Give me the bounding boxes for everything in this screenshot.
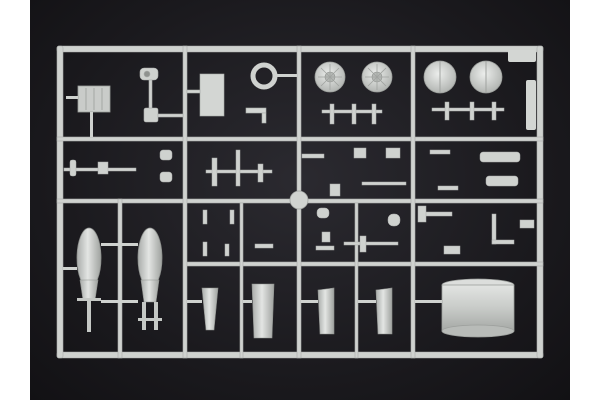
fuselage-block-part — [66, 85, 111, 137]
strut-parts — [63, 101, 521, 197]
bomb-part — [76, 227, 102, 332]
sprue-gate-hub — [289, 190, 309, 210]
flap-part — [301, 287, 335, 335]
drum-part — [415, 278, 515, 338]
panel-part — [186, 73, 267, 124]
ring-part — [250, 62, 297, 90]
bracket-part — [139, 67, 184, 123]
wheel-hub-part — [469, 60, 503, 94]
runner-links — [63, 243, 138, 303]
fin-part — [187, 287, 219, 331]
cowling-part — [243, 283, 275, 339]
bomb-part — [137, 227, 163, 330]
wheel-part — [361, 61, 393, 93]
wheel-part — [314, 61, 346, 93]
tab-part — [508, 50, 536, 130]
wheel-hub-part — [423, 60, 457, 94]
linkage-parts — [202, 205, 535, 257]
flap-part — [358, 287, 393, 335]
